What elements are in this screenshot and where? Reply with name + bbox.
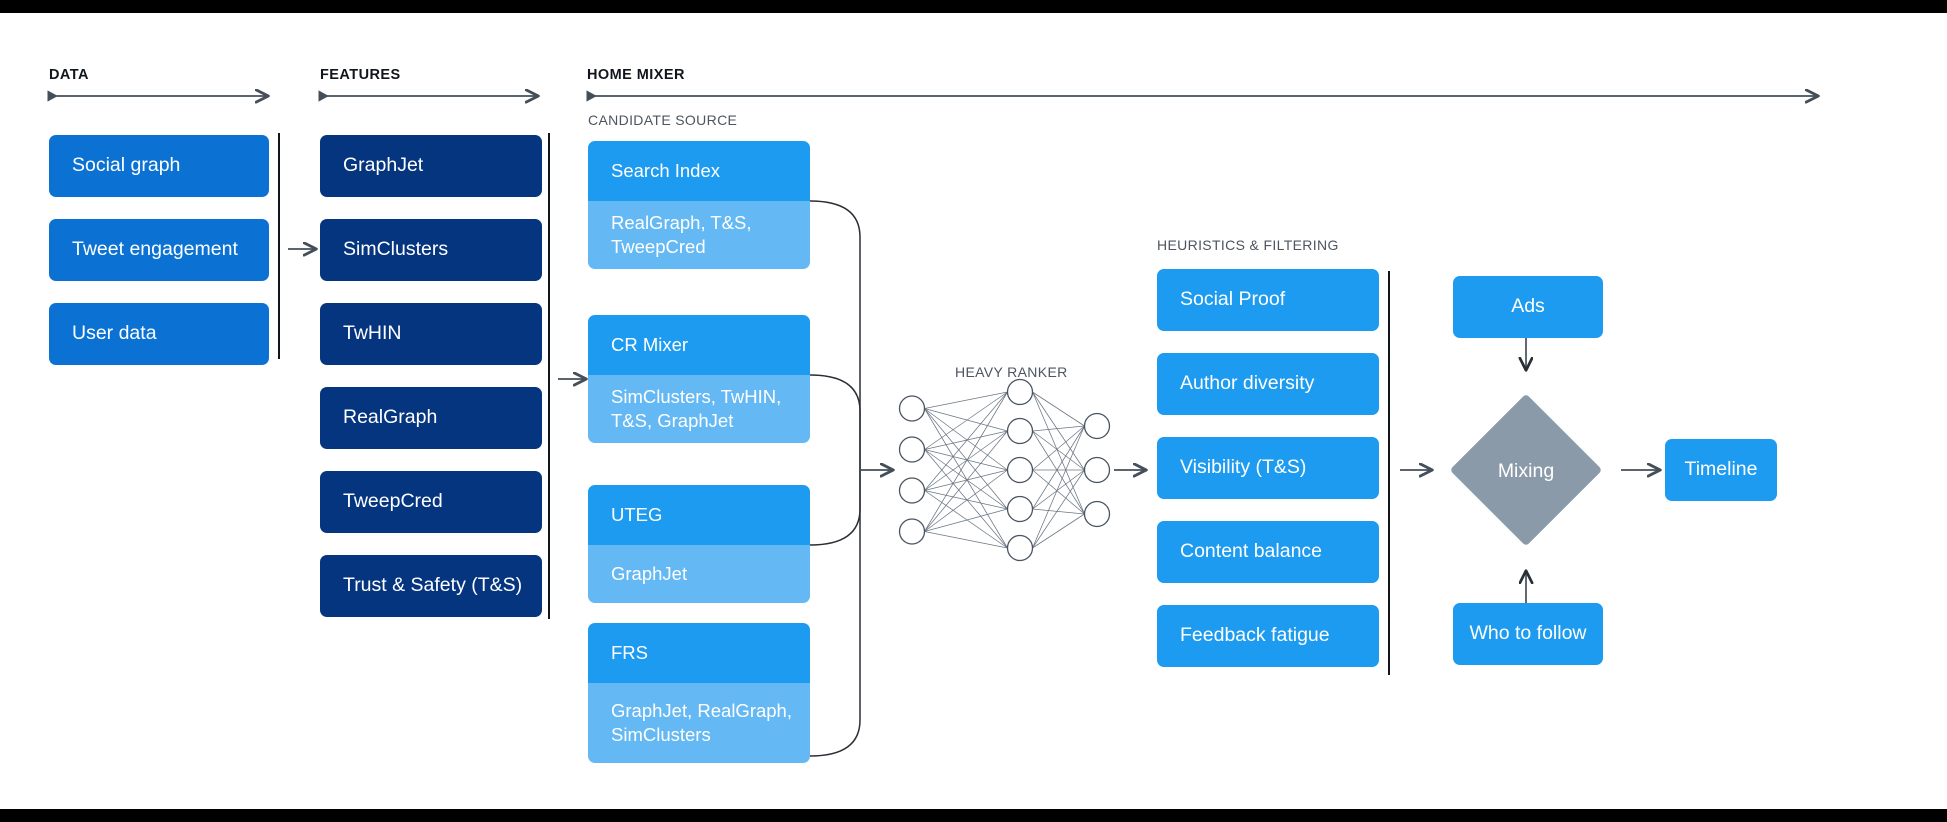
nn-node	[1083, 412, 1111, 440]
feature-card-label: RealGraph	[343, 406, 438, 429]
data-card-label: User data	[72, 322, 157, 345]
nn-node	[1083, 456, 1111, 484]
divider-features-candidates	[548, 133, 550, 619]
heuristic-card-label: Author diversity	[1180, 372, 1315, 395]
candidate-source-name: CR Mixer	[588, 315, 810, 375]
heuristic-card-social-proof[interactable]: Social Proof	[1157, 269, 1379, 331]
timeline-output[interactable]: Timeline	[1665, 439, 1777, 501]
heuristic-card-author-diversity[interactable]: Author diversity	[1157, 353, 1379, 415]
candidate-source-card-uteg[interactable]: UTEG GraphJet	[588, 485, 810, 603]
nn-node	[1006, 495, 1034, 523]
feature-card-twhin[interactable]: TwHIN	[320, 303, 542, 365]
letterbox-bottom	[0, 809, 1947, 822]
connector-frs	[809, 470, 861, 757]
nn-node	[1083, 500, 1111, 528]
nn-node	[898, 436, 926, 463]
data-card-tweet-engagement[interactable]: Tweet engagement	[49, 219, 269, 281]
feature-card-label: TwHIN	[343, 322, 402, 345]
section-title-data: DATA	[49, 67, 89, 83]
heuristic-card-label: Visibility (T&S)	[1180, 456, 1307, 479]
candidate-source-name: FRS	[588, 623, 810, 683]
mixing-input-who-to-follow[interactable]: Who to follow	[1453, 603, 1603, 665]
candidate-source-card-search-index[interactable]: Search Index RealGraph, T&S, TweepCred	[588, 141, 810, 269]
candidate-source-features: SimClusters, TwHIN, T&S, GraphJet	[588, 375, 810, 443]
heuristic-card-content-balance[interactable]: Content balance	[1157, 521, 1379, 583]
heavy-ranker-network	[898, 378, 1111, 562]
heuristic-card-visibility[interactable]: Visibility (T&S)	[1157, 437, 1379, 499]
heuristic-card-feedback-fatigue[interactable]: Feedback fatigue	[1157, 605, 1379, 667]
candidate-source-features: RealGraph, T&S, TweepCred	[588, 201, 810, 269]
candidate-source-card-cr-mixer[interactable]: CR Mixer SimClusters, TwHIN, T&S, GraphJ…	[588, 315, 810, 443]
nn-node	[898, 395, 926, 422]
section-title-candidate-source: CANDIDATE SOURCE	[588, 112, 738, 128]
divider-data-features	[278, 133, 280, 359]
data-card-user-data[interactable]: User data	[49, 303, 269, 365]
data-card-label: Tweet engagement	[72, 238, 238, 261]
connector-search-index	[809, 200, 861, 470]
candidate-source-name: UTEG	[588, 485, 810, 545]
timeline-label: Timeline	[1684, 458, 1758, 481]
heuristic-card-label: Feedback fatigue	[1180, 624, 1330, 647]
nn-node	[1006, 456, 1034, 484]
candidate-source-name: Search Index	[588, 141, 810, 201]
nn-node	[898, 518, 926, 545]
diagram-canvas: DATA FEATURES HOME MIXER CANDIDATE SOURC…	[0, 13, 1947, 809]
data-card-label: Social graph	[72, 154, 181, 177]
feature-card-label: TweepCred	[343, 490, 443, 513]
who-to-follow-label: Who to follow	[1469, 622, 1587, 645]
connector-cr-mixer	[809, 374, 861, 470]
feature-card-label: GraphJet	[343, 154, 424, 177]
heuristic-card-label: Social Proof	[1180, 288, 1286, 311]
candidate-source-features: GraphJet	[588, 545, 810, 603]
section-title-home-mixer: HOME MIXER	[587, 67, 685, 83]
feature-card-tweepcred[interactable]: TweepCred	[320, 471, 542, 533]
nn-node	[898, 477, 926, 504]
section-title-features: FEATURES	[320, 67, 401, 83]
mixing-input-ads[interactable]: Ads	[1453, 276, 1603, 338]
ads-label: Ads	[1511, 295, 1545, 318]
nn-node	[1006, 534, 1034, 562]
mixing-label: Mixing	[1497, 460, 1555, 482]
heuristic-card-label: Content balance	[1180, 540, 1323, 563]
feature-card-label: Trust & Safety (T&S)	[343, 574, 523, 597]
section-title-heavy-ranker: HEAVY RANKER	[955, 364, 1068, 380]
section-title-heuristics: HEURISTICS & FILTERING	[1157, 237, 1339, 253]
feature-card-simclusters[interactable]: SimClusters	[320, 219, 542, 281]
candidate-source-card-frs[interactable]: FRS GraphJet, RealGraph, SimClusters	[588, 623, 810, 763]
feature-card-graphjet[interactable]: GraphJet	[320, 135, 542, 197]
feature-card-realgraph[interactable]: RealGraph	[320, 387, 542, 449]
connector-layer	[0, 13, 1947, 757]
nn-node	[1006, 417, 1034, 445]
feature-card-trust-safety[interactable]: Trust & Safety (T&S)	[320, 555, 542, 617]
letterbox-top	[0, 0, 1947, 13]
candidate-source-features: GraphJet, RealGraph, SimClusters	[588, 683, 810, 763]
feature-card-label: SimClusters	[343, 238, 449, 261]
nn-node	[1006, 378, 1034, 406]
divider-heuristics-mixing	[1388, 271, 1390, 675]
data-card-social-graph[interactable]: Social graph	[49, 135, 269, 197]
